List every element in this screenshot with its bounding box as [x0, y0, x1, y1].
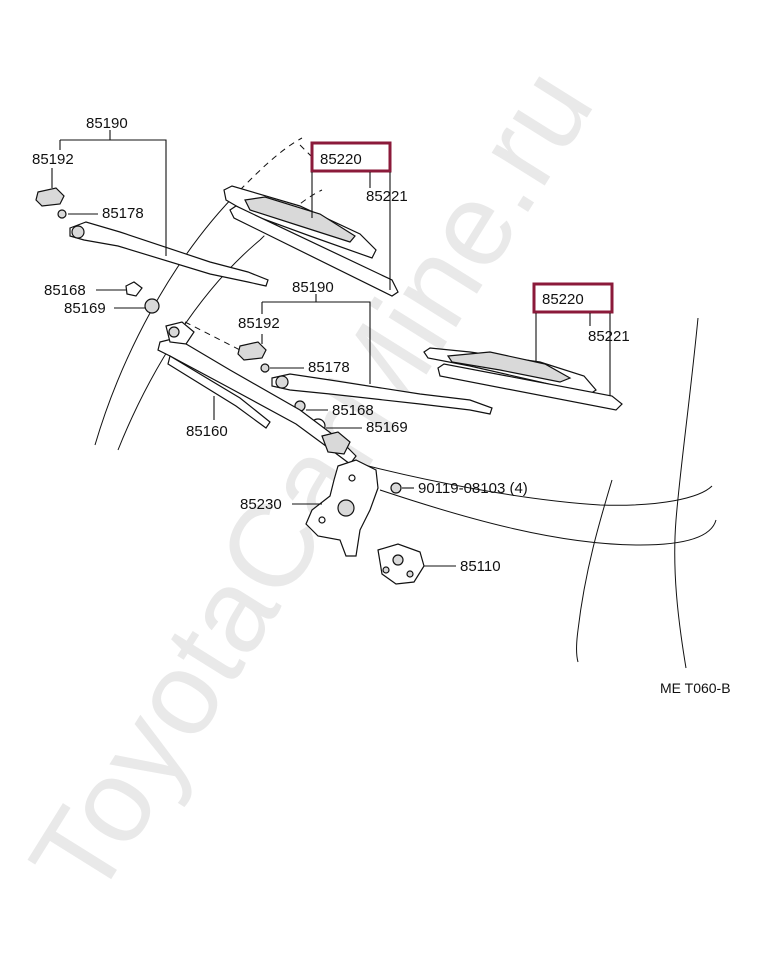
wiper-motor-bracket[interactable] [305, 459, 379, 557]
right-arm-cap[interactable] [237, 341, 267, 361]
right-wiper-blade-assembly[interactable] [423, 347, 623, 411]
label-right-bushing-85169[interactable]: 85169 [366, 419, 408, 436]
left-arm-cap[interactable] [35, 187, 65, 207]
label-left-arm-85190[interactable]: 85190 [86, 115, 128, 132]
label-motor-85110[interactable]: 85110 [460, 558, 501, 575]
label-right-cap-85192[interactable]: 85192 [238, 315, 280, 332]
label-right-nut-85178[interactable]: 85178 [308, 359, 350, 376]
left-wiper-blade-assembly[interactable] [223, 185, 399, 297]
diagram-code: ME T060-B [660, 680, 731, 696]
right-wiper-arm[interactable] [271, 373, 493, 415]
label-right-arm-85190[interactable]: 85190 [292, 279, 334, 296]
label-link-85160[interactable]: 85160 [186, 423, 228, 440]
left-pivot-cap[interactable] [125, 281, 143, 297]
label-left-pivot-cap-85168[interactable]: 85168 [44, 282, 86, 299]
label-right-blade-85220[interactable]: 85220 [542, 291, 584, 308]
left-pivot-bushing[interactable] [144, 298, 160, 314]
highlight-box-right-85220 [532, 282, 614, 314]
label-right-refill-85221[interactable]: 85221 [588, 328, 630, 345]
label-left-bushing-85169[interactable]: 85169 [64, 300, 106, 317]
label-left-cap-85192[interactable]: 85192 [32, 151, 74, 168]
left-wiper-arm[interactable] [69, 221, 269, 287]
leader-lines [51, 130, 611, 567]
highlight-box-left-85220 [310, 141, 392, 173]
wiper-link-assembly[interactable] [157, 321, 357, 465]
bracket-bolt[interactable] [390, 482, 402, 494]
wiper-motor[interactable] [377, 543, 425, 585]
right-arm-nut[interactable] [260, 363, 270, 373]
label-bolt-90119[interactable]: 90119-08103 (4) [418, 480, 528, 497]
left-arm-nut[interactable] [57, 209, 67, 219]
label-left-blade-85220[interactable]: 85220 [320, 151, 362, 168]
label-right-pivot-cap-85168[interactable]: 85168 [332, 402, 374, 419]
label-left-nut-85178[interactable]: 85178 [102, 205, 144, 222]
label-left-refill-85221[interactable]: 85221 [366, 188, 408, 205]
label-bracket-85230[interactable]: 85230 [240, 496, 282, 513]
